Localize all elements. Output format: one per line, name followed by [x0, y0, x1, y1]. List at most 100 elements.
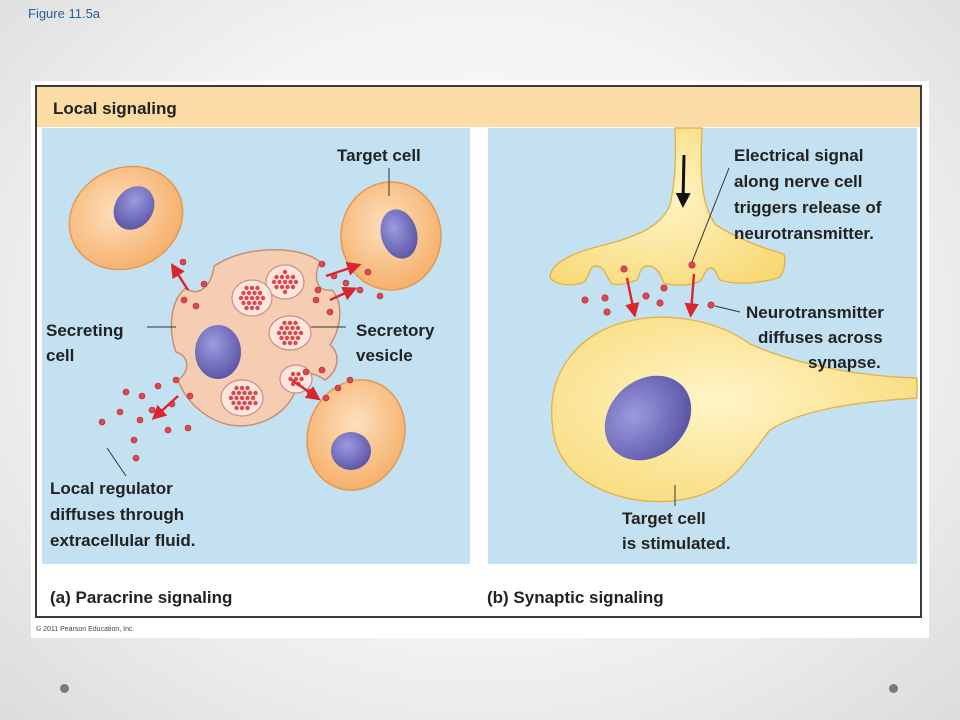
vesicle-molecule [260, 295, 266, 301]
vesicle-molecule [231, 400, 236, 406]
vesicle-molecule [287, 320, 293, 326]
vesicle-molecule [253, 400, 258, 406]
vesicle-molecule [245, 385, 250, 391]
vesicle-molecule [239, 395, 245, 401]
vesicle-molecule [277, 279, 282, 285]
regulator-molecule [154, 382, 162, 390]
vesicle-molecule [236, 390, 242, 396]
label-line: triggers release of [734, 198, 882, 217]
label-target-cell-paracrine: Target cell [337, 146, 421, 165]
paracrine-arrows [151, 261, 362, 420]
vesicle-molecule [244, 305, 249, 311]
label-local-regulator: Local regulator diffuses through extrace… [50, 476, 196, 554]
nerve-terminal-vesicles [620, 261, 696, 273]
vesicle-molecule [287, 330, 293, 336]
vesicle-molecule [247, 400, 253, 406]
regulator-molecule [138, 392, 146, 400]
vesicle-molecule [234, 405, 239, 411]
vesicle-molecule [290, 371, 296, 377]
vesicle-molecule [274, 274, 279, 280]
target-cell-bottom-right [306, 379, 406, 491]
vesicle-molecule [282, 330, 287, 336]
vesicle-molecule [247, 390, 253, 396]
vesicle-molecule [295, 325, 301, 331]
vesicle-molecule [279, 274, 285, 280]
regulator-molecule [346, 376, 354, 384]
label-line: is stimulated. [622, 534, 731, 553]
label-target-cell-stimulated: Target cell is stimulated. [622, 506, 731, 556]
vesicle-molecule [293, 376, 299, 382]
vesicle-molecule [246, 290, 252, 296]
regulator-molecule [184, 424, 192, 432]
header-band [37, 87, 920, 127]
vesicle-molecule [298, 330, 304, 336]
label-line: neurotransmitter. [734, 224, 874, 243]
regulator-molecule [318, 260, 326, 268]
label-line: Secreting [46, 321, 124, 340]
vesicle-molecule [244, 285, 249, 291]
regulator-molecule [130, 436, 138, 444]
vesicle-molecule [276, 330, 282, 336]
vesicle-molecule [231, 390, 236, 396]
vesicle-molecule [249, 305, 255, 311]
vesicle-molecule [234, 395, 239, 401]
vesicle-molecule [241, 290, 246, 296]
vesicle-molecule [290, 274, 296, 280]
caption-paracrine: (a) Paracrine signaling [50, 588, 233, 607]
vesicle-molecule [290, 325, 295, 331]
label-line: Neurotransmitter [746, 303, 884, 322]
label-line: diffuses through [50, 505, 185, 524]
vesicle-molecule [299, 376, 304, 382]
regulator-molecule [356, 286, 364, 294]
vesicle-molecule [249, 285, 255, 291]
vesicle-molecule [257, 290, 263, 296]
slide-nav-dot-right [889, 684, 898, 693]
label-line: cell [46, 346, 75, 365]
neurotransmitter-molecules [581, 284, 715, 316]
vesicle-molecule [250, 395, 256, 401]
vesicle-molecule [238, 295, 244, 301]
vesicle-molecule [293, 279, 299, 285]
vesicle-molecule [285, 284, 290, 290]
vesicle-molecule [287, 340, 293, 346]
vesicle-molecule [290, 284, 296, 290]
vesicle-molecule [249, 295, 255, 301]
vesicle-molecule [274, 284, 279, 290]
copyright-notice: © 2011 Pearson Education, Inc. [36, 626, 135, 633]
caption-synaptic: (b) Synaptic signaling [487, 588, 664, 607]
vesicle-molecule [255, 305, 260, 311]
local-regulator-molecules [98, 258, 384, 462]
vesicle-molecule [279, 325, 284, 331]
label-line: Target cell [622, 509, 706, 528]
vesicle-molecule [245, 395, 250, 401]
electrical-signal-arrow [675, 154, 691, 208]
label-line: along nerve cell [734, 172, 863, 191]
label-line: Secretory [356, 321, 435, 340]
label-line: vesicle [356, 346, 413, 365]
regulator-molecule [172, 376, 180, 384]
vesicle-molecule [296, 371, 301, 377]
vesicle-molecule [242, 390, 247, 396]
vesicle-molecule [236, 400, 242, 406]
regulator-molecule [326, 308, 334, 316]
vesicle-molecule [253, 390, 258, 396]
regulator-molecule [136, 416, 144, 424]
target-cell-top-left [68, 165, 184, 271]
label-electrical-signal: Electrical signal along nerve cell trigg… [734, 143, 881, 247]
vesicle-molecule [239, 385, 245, 391]
regulator-molecule [116, 408, 124, 416]
target-cell-top-right [340, 181, 442, 291]
vesicle-molecule [252, 290, 257, 296]
regulator-molecule [98, 418, 106, 426]
vesicle-molecule [246, 300, 252, 306]
label-secretory-vesicle: Secretory vesicle [356, 318, 434, 368]
regulator-molecule [334, 384, 342, 392]
leader-lines [106, 167, 741, 506]
label-secreting-cell: Secreting cell [46, 318, 123, 368]
label-neurotransmitter: Neurotransmitter diffuses across synapse… [746, 300, 884, 375]
label-line: extracellular fluid. [50, 531, 196, 550]
vesicle-molecule [282, 279, 288, 285]
slide-nav-dot-left [60, 684, 69, 693]
vesicle-molecule [234, 385, 239, 391]
